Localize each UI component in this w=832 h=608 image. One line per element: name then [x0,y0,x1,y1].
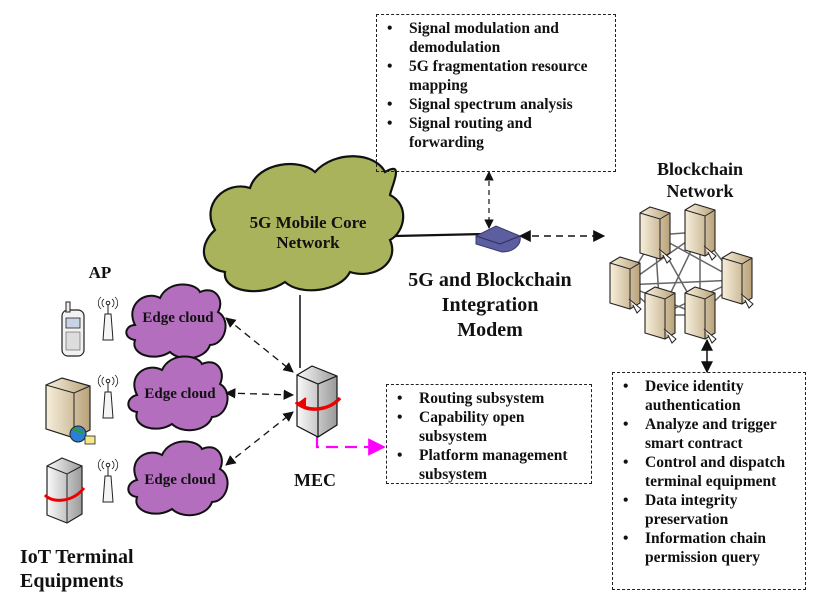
blockchain-label: Blockchain Network [625,158,775,202]
mec-subsystems-box: Routing subsystem Capability open subsys… [386,384,592,484]
antenna-icon [97,296,119,341]
modem-label: 5G and Blockchain Integration Modem [400,268,580,343]
iot-label-line1: IoT Terminal [20,546,134,568]
edge-cloud-2-shape [127,355,229,432]
mec-label: MEC [294,470,336,490]
core-network-label-line1: 5G Mobile Core [249,213,367,232]
mec-server-icon [294,365,342,438]
blockchain-function-item: Control and dispatch terminal equipment [619,453,799,491]
phone-icon [61,301,85,357]
core-to-modem-link [394,232,485,238]
ap-label: AP [88,263,112,282]
edge1-mec-arrow [225,317,294,373]
core-network-label-line2: Network [276,232,340,252]
blockchain-function-item: Analyze and trigger smart contract [619,415,799,453]
blockchain-server-icon [609,256,642,314]
blockchain-server-icon [644,286,677,344]
mec-subsystems-link [315,437,386,456]
mec-subsystems-list: Routing subsystem Capability open subsys… [393,389,585,484]
mec-subsystem-item: Routing subsystem [393,389,585,408]
blockchain-label-line1: Blockchain [656,159,744,179]
core-network-cloud [202,155,405,293]
iot-label: IoT Terminal Equipments [20,545,134,593]
mec-subsystem-item: Capability open subsystem [393,408,585,446]
modem-label-line2: Integration [441,294,539,316]
blockchain-server-icon [639,206,672,264]
modem-label-line1: 5G and Blockchain [408,269,572,291]
iot-server-icon [43,457,86,524]
server-globe-icon [45,377,96,445]
mec-subsystem-item: Platform management subsystem [393,446,585,484]
modem-functions-list: Signal modulation and demodulation 5G fr… [383,19,609,152]
edge-cloud-3-shape [127,440,229,517]
edge-cloud-1-label: Edge cloud [142,310,214,326]
blockchain-server-icon [684,286,717,344]
blockchain-function-item: Data integrity preservation [619,491,799,529]
edge2-mec-arrow [224,388,295,400]
modem-icon [475,225,521,253]
modem-function-item: Signal routing and forwarding [383,114,609,152]
modem-functions-box: Signal modulation and demodulation 5G fr… [376,14,616,172]
blockchain-server-icon [684,203,717,261]
blockchain-function-item: Device identity authentication [619,377,799,415]
blockchain-functions-box: Device identity authentication Analyze a… [612,372,806,590]
edge-cloud-2-label: Edge cloud [144,386,216,402]
edge3-mec-arrow [225,411,294,466]
antenna-icon [97,374,119,419]
core-network-label: 5G Mobile Core Network [218,213,398,252]
modem-function-item: Signal spectrum analysis [383,95,609,114]
edge-cloud-3-label: Edge cloud [144,472,216,488]
blockchain-label-line2: Network [666,181,734,201]
modem-function-item: 5G fragmentation resource mapping [383,57,609,95]
blockchain-server-icon [721,251,754,309]
blockchain-servers [609,203,754,344]
antenna-icon [97,458,119,503]
iot-label-line2: Equipments [20,570,124,592]
blockchain-functions-list: Device identity authentication Analyze a… [619,377,799,567]
blockchain-function-item: Information chain permission query [619,529,799,567]
modem-label-line3: Modem [457,319,523,341]
ap-antennas [97,296,119,503]
modem-function-item: Signal modulation and demodulation [383,19,609,57]
